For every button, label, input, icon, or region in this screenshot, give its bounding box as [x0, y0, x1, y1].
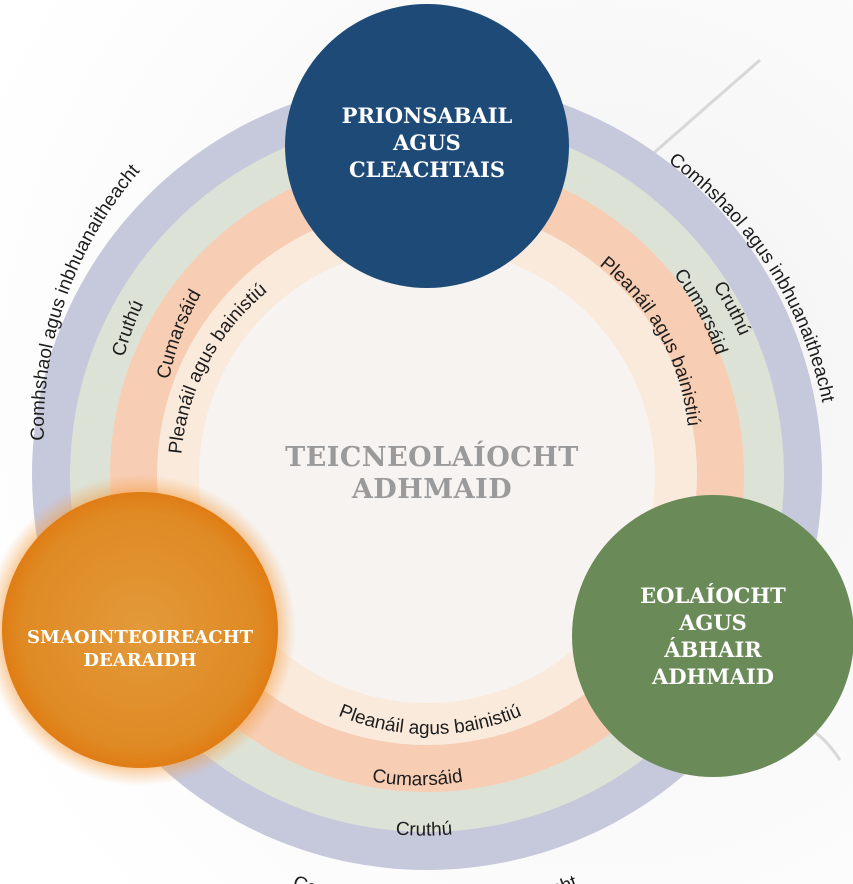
node-top-line2: AGUS — [392, 130, 461, 155]
node-left-circle — [2, 492, 278, 768]
node-left-line2: DEARAIDH — [83, 650, 196, 671]
node-right: EOLAÍOCHT AGUS ÁBHAIR ADHMAID — [572, 495, 853, 777]
node-left: SMAOINTEOIREACHT DEARAIDH — [0, 474, 296, 786]
node-right-line4: ADHMAID — [651, 664, 774, 689]
node-right-line2: AGUS — [678, 610, 747, 635]
node-top-line3: CLEACHTAIS — [349, 157, 505, 182]
node-left-line1: SMAOINTEOIREACHT — [27, 627, 254, 648]
node-right-line3: ÁBHAIR — [663, 637, 762, 662]
node-right-circle — [572, 495, 853, 777]
node-right-line1: EOLAÍOCHT — [640, 583, 786, 608]
node-top-circle — [285, 4, 569, 288]
node-top-line1: PRIONSABAIL — [342, 103, 513, 128]
ring-label-third-bottom: Cumarsáid — [371, 766, 464, 791]
center-title-line1: TEICNEOLAÍOCHT — [285, 440, 579, 473]
node-top: PRIONSABAIL AGUS CLEACHTAIS — [285, 4, 569, 288]
center-disc — [199, 247, 655, 703]
ring-label-second-bottom: Cruthú — [395, 818, 453, 840]
center-title-line2: ADHMAID — [351, 474, 512, 505]
